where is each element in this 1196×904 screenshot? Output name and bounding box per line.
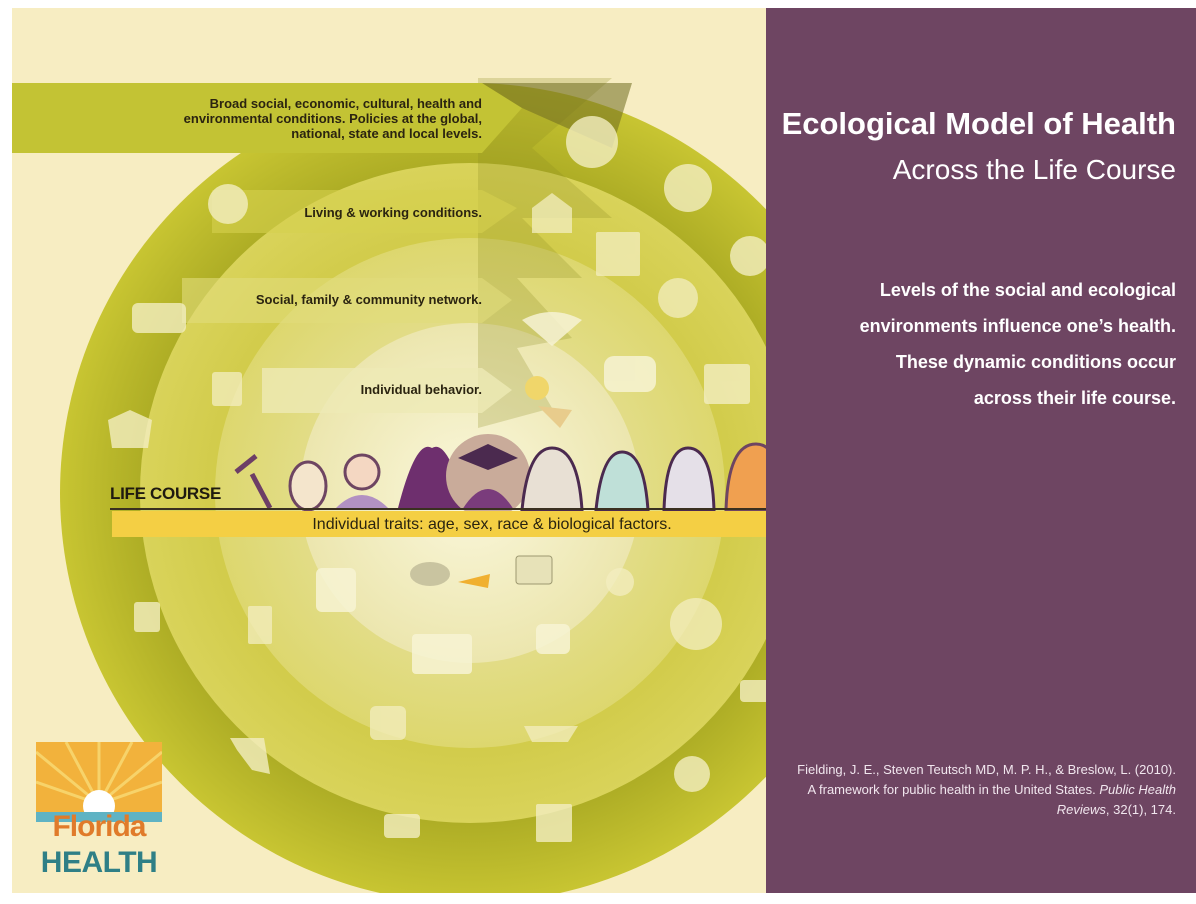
tape-measure-icon [538,406,572,428]
citation-ref: , 32(1), 174. [1105,802,1176,817]
description: Levels of the social and ecological envi… [859,280,1176,408]
fishing-boat-icon [524,726,578,742]
level-arrow-living [212,190,517,233]
level-label-living: Living & working conditions. [304,205,482,220]
level-arrow-individual [262,368,512,413]
globe-icon [208,184,248,224]
buildings-icon [596,232,640,276]
family-group-icon [604,356,656,392]
factory-icon [704,364,750,404]
stethoscope-icon [730,236,766,276]
citation-journal: Public Health Reviews [1056,782,1176,817]
park-icon [670,598,722,650]
citation-text: Fielding, J. E., Steven Teutsch MD, M. P… [797,762,1176,797]
water-tap-icon [134,602,160,632]
traits-label: Individual traits: age, sex, race & biol… [312,516,672,533]
girl-icon [343,453,381,491]
bar-chart-icon [536,804,572,842]
level-label-individual: Individual behavior. [360,382,482,397]
infographic: LIFE COURSE Individual traits: age, sex,… [12,8,1196,893]
ecological-diagram [12,78,766,893]
page-subtitle: Across the Life Course [892,154,1176,185]
fish-icon [740,680,766,702]
graduate-body [462,489,514,510]
tree-icon [658,278,698,318]
worker-desk-icon [212,372,242,406]
traits-band [112,511,766,537]
elder-icon [724,442,766,512]
money-cycle-icon [664,164,712,212]
logo-word-health: HEALTH [40,846,158,879]
plant-icon [674,756,710,792]
woman-icon [594,450,650,512]
logo-word-florida: Florida [52,810,146,843]
apple-icon [525,376,549,400]
level-arrow-social [182,278,512,323]
baby-icon [288,460,328,512]
helping-hands-icon [566,116,618,168]
classroom-icon [412,634,472,674]
dog-icon [606,568,634,596]
house-icon [532,193,572,233]
page-title: Ecological Model of Health [781,106,1176,141]
florida-map-icon [230,738,270,774]
usa-map-icon [132,303,186,333]
life-course-label: LIFE COURSE [110,484,221,503]
pills-icon [410,562,450,586]
dna-icon [234,454,273,510]
title-panel: Ecological Model of Health Across the Li… [766,8,1196,893]
life-course-line [110,508,872,510]
diagram-panel: LIFE COURSE Individual traits: age, sex,… [12,8,872,893]
community-icon [536,624,570,654]
level-arrow-broad [12,83,522,153]
swing-icon [248,606,272,644]
girl-body [334,495,390,510]
level-wedge-shadow [478,78,612,428]
justice-scale-icon [108,410,152,448]
heart-hands-icon [522,312,582,346]
swimmer-icon [458,574,490,588]
computer-user-icon [370,706,406,740]
heart-monitor-icon [515,555,553,585]
graduation-cap-icon [384,814,420,838]
graduate-icon [458,444,518,470]
life-course-row [234,434,766,518]
level-label-broad: Broad social, economic, cultural, health… [183,96,482,141]
citation: Fielding, J. E., Steven Teutsch MD, M. P… [786,760,1176,820]
level-label-social: Social, family & community network. [255,292,482,307]
adult-woman-icon [520,446,584,512]
older-woman-icon [662,446,716,512]
florida-health-logo [36,742,162,884]
elder-walker-icon [316,568,356,612]
